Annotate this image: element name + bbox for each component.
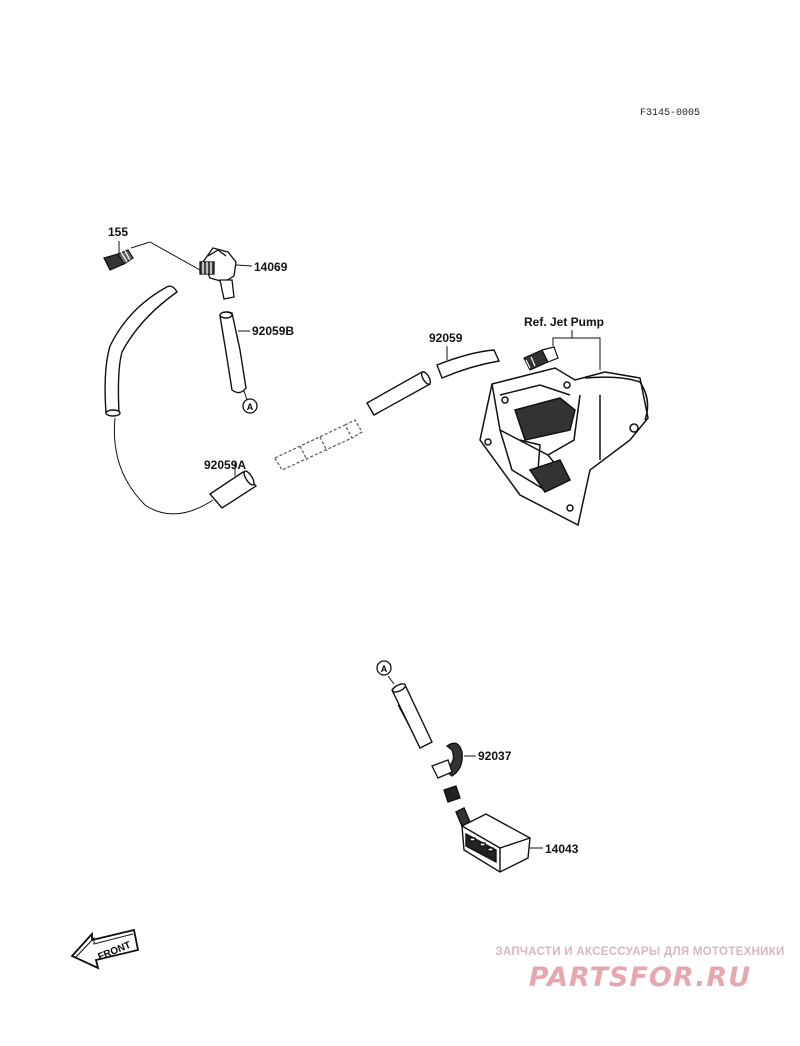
label-ref-jet-pump: Ref. Jet Pump bbox=[524, 315, 605, 329]
part-92059A-hose bbox=[208, 462, 258, 509]
part-92059-hose bbox=[436, 346, 501, 379]
label-155: 155 bbox=[108, 225, 129, 239]
lower-short-tube bbox=[443, 785, 461, 803]
watermark-tagline: ЗАПЧАСТИ И АКСЕССУАРЫ ДЛЯ МОТОТЕХНИКИ bbox=[495, 946, 785, 958]
label-92059: 92059 bbox=[429, 331, 463, 345]
label-14043: 14043 bbox=[545, 842, 579, 856]
connector-a-upper: A bbox=[242, 398, 258, 414]
part-92059B-hose bbox=[219, 311, 250, 401]
watermark-brand: PARTSFOR.RU bbox=[528, 962, 752, 993]
label-92037: 92037 bbox=[478, 749, 512, 763]
lower-hose bbox=[391, 683, 433, 749]
jet-pump-fitting bbox=[523, 346, 559, 371]
jet-pump-housing bbox=[479, 367, 649, 527]
label-92059B: 92059B bbox=[252, 324, 295, 338]
part-14043-filter bbox=[455, 807, 543, 873]
connector-a-lower: A bbox=[376, 660, 392, 676]
dashed-tube bbox=[274, 419, 363, 471]
diagram-code: F3145-0005 bbox=[640, 108, 701, 119]
label-14069: 14069 bbox=[254, 260, 288, 274]
connector-a-lower-letter: A bbox=[381, 664, 388, 674]
middle-tube bbox=[366, 371, 432, 416]
front-arrow-icon: FRONT bbox=[70, 928, 140, 970]
bolt-to-fitting-link bbox=[130, 241, 201, 271]
label-92059A: 92059A bbox=[204, 458, 247, 472]
long-curved-hose bbox=[104, 285, 214, 515]
part-14069-elbow-fitting bbox=[199, 247, 253, 300]
connector-a-upper-letter: A bbox=[247, 402, 254, 412]
part-155-bolt bbox=[103, 249, 134, 271]
part-92037-clamp bbox=[431, 742, 476, 779]
leader-ref-jet-pump bbox=[552, 330, 601, 370]
